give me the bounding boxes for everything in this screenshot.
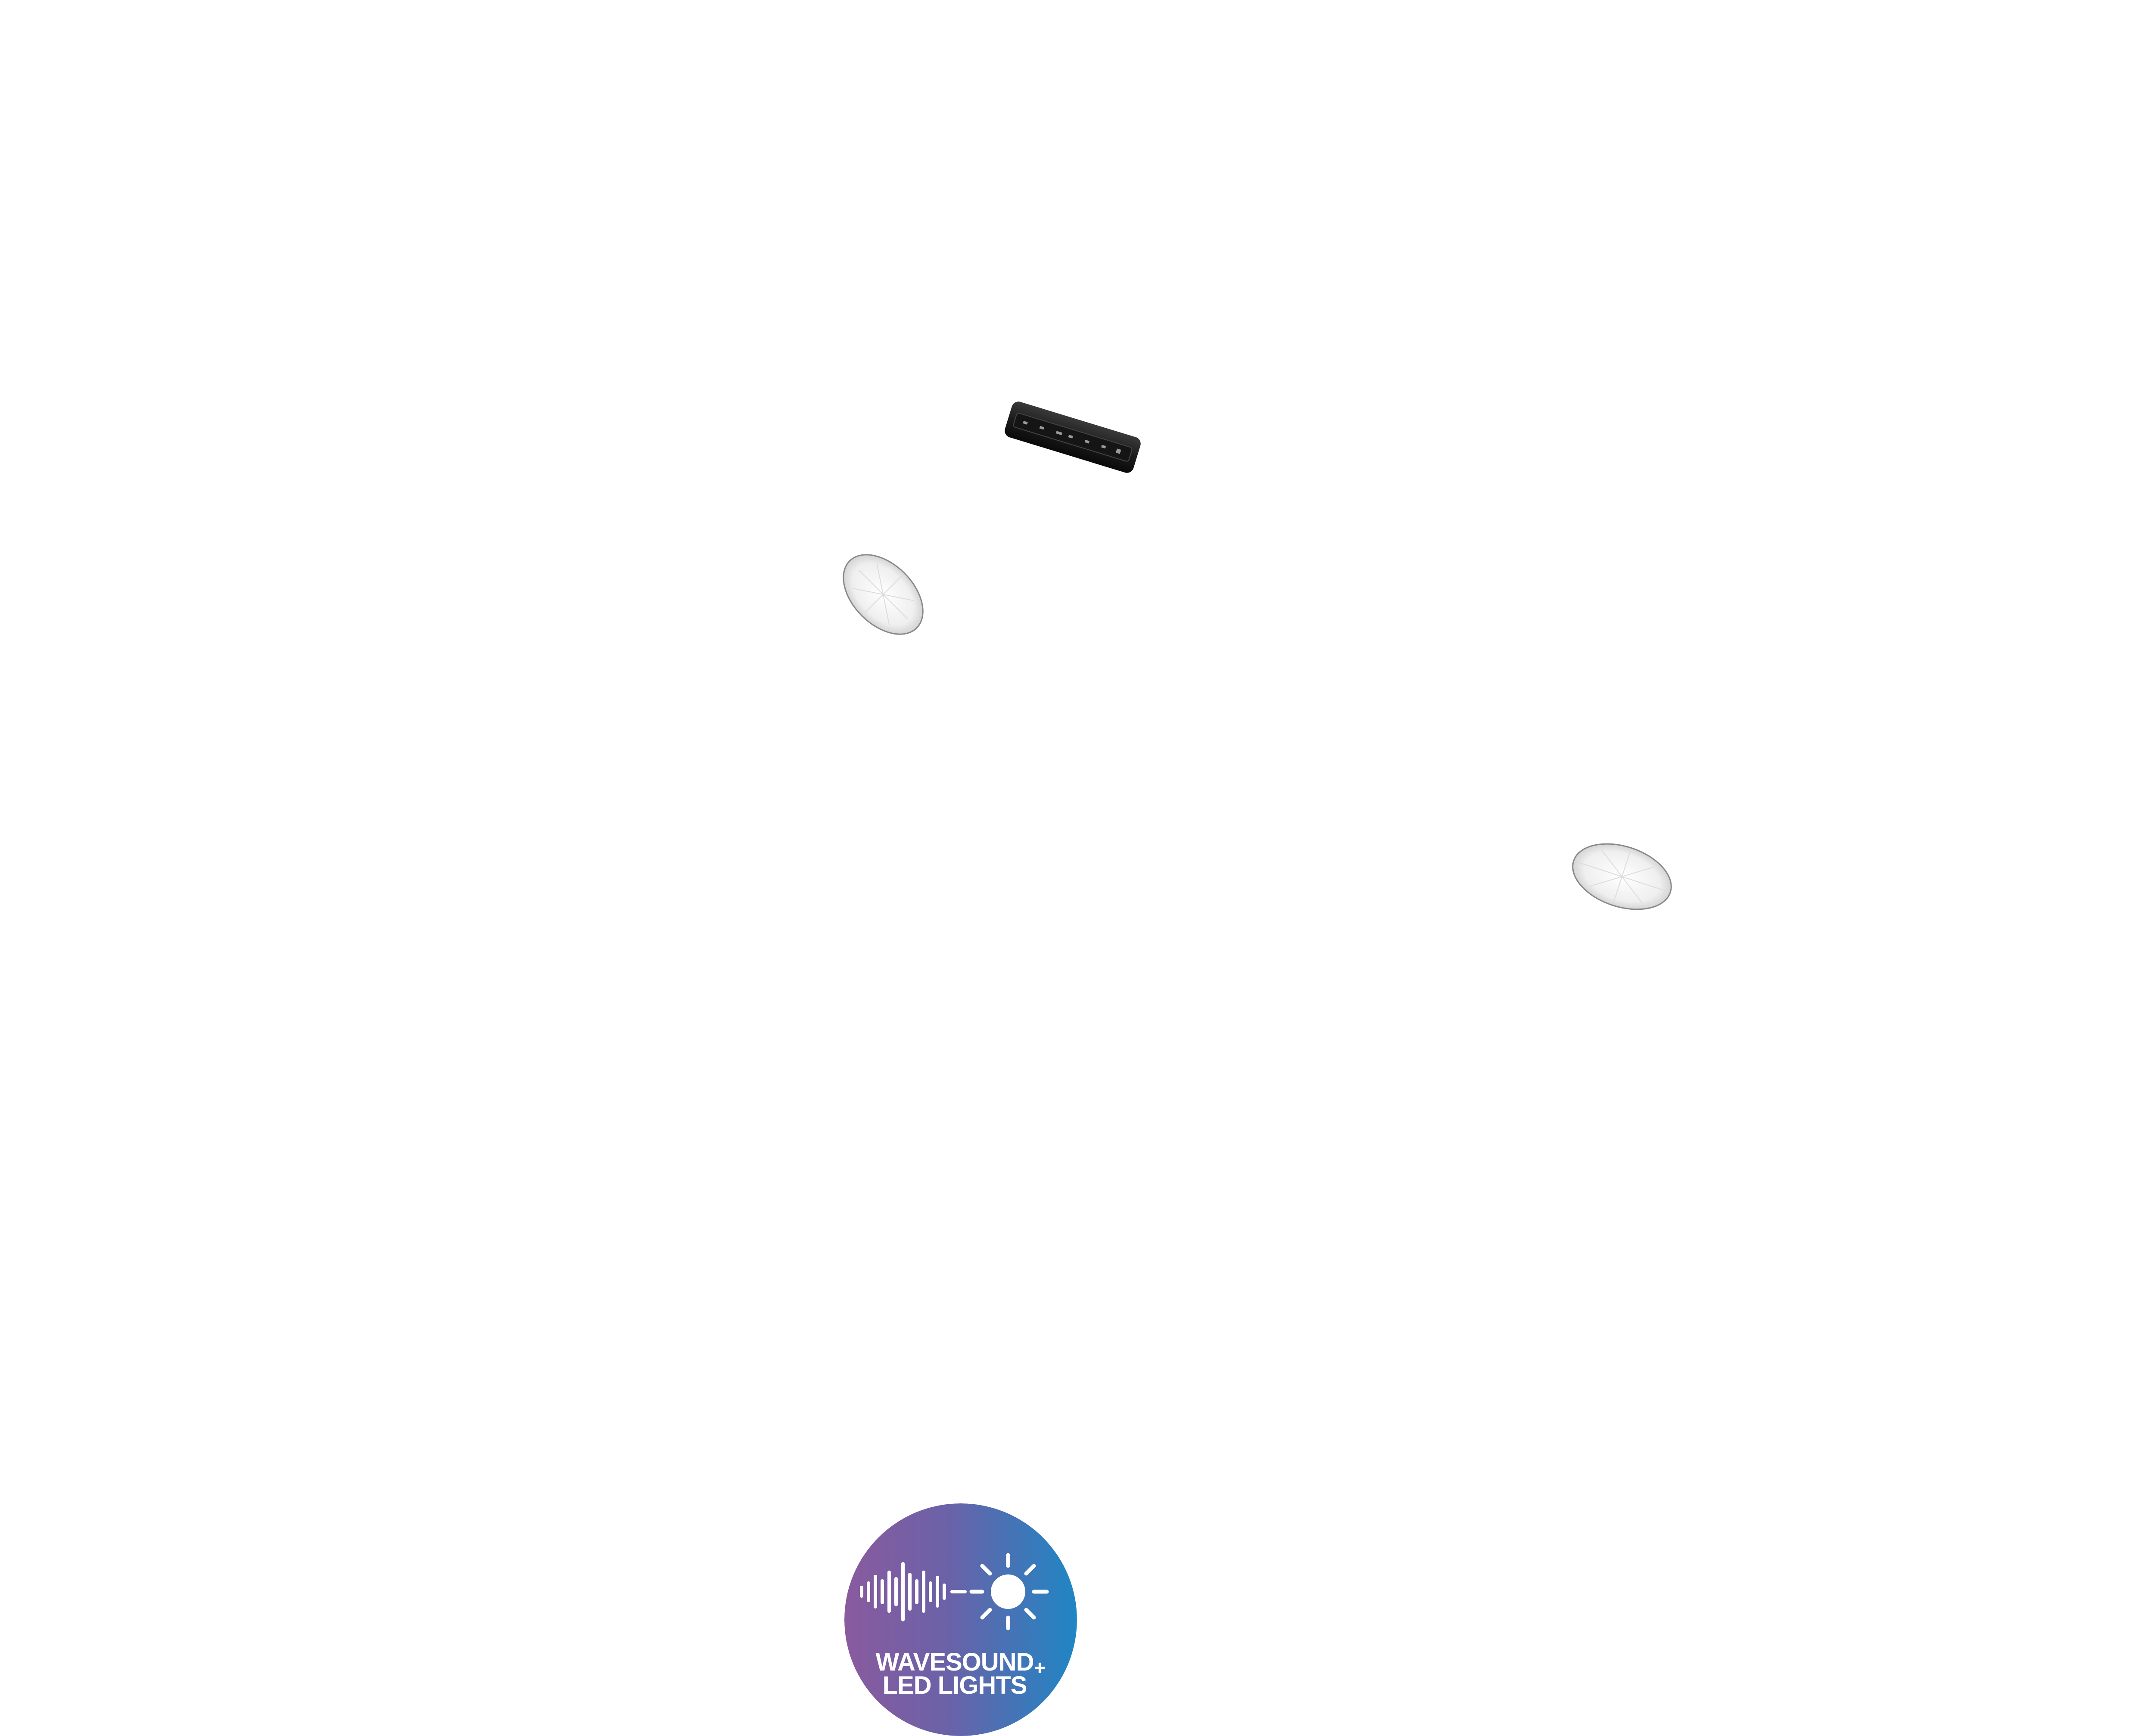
badge-title-line-1: WAVESOUND	[875, 1648, 1034, 1676]
badge-plus-sign: +	[1034, 1656, 1046, 1679]
led-pad-left	[840, 551, 926, 638]
badge-background	[844, 1503, 1077, 1736]
badge-title-line-2: LED LIGHTS	[882, 1671, 1027, 1699]
wavesound-led-lights-badge: WAVESOUND LED LIGHTS +	[844, 1503, 1077, 1736]
sun-icon	[969, 1553, 1049, 1630]
led-pad-graphic	[843, 554, 924, 635]
led-pad-right	[1568, 840, 1676, 913]
control-unit-graphic	[1005, 401, 1141, 473]
led-control-unit	[1000, 395, 1145, 480]
sound-wave-icon	[860, 1562, 967, 1621]
led-pad-graphic	[1572, 843, 1672, 910]
